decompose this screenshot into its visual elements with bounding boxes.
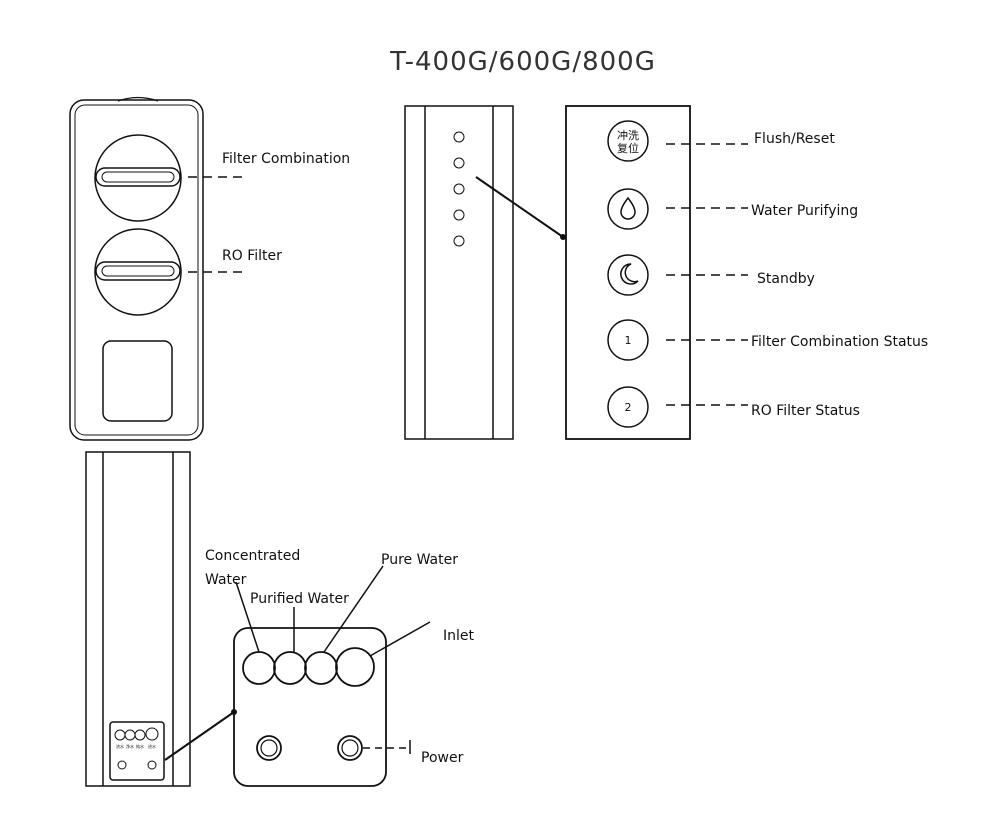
panel-zoom-leader <box>475 176 564 238</box>
purified-water-label: Purified Water <box>250 591 349 607</box>
ro-filter-cap <box>94 228 182 316</box>
side-button-status-1 <box>453 209 465 221</box>
side-button-purify <box>453 157 465 169</box>
purified-water-port <box>273 651 307 685</box>
ro-filter-label: RO Filter <box>222 248 282 264</box>
control-panel-leaders <box>666 143 748 406</box>
port-label: 进水 <box>148 743 156 749</box>
filter-combination-handle <box>95 167 181 187</box>
filter-combination-handle-inner <box>101 171 175 183</box>
inlet-port <box>335 647 375 687</box>
port-panel-enlarged <box>233 627 387 787</box>
filter-combination-status-label: Filter Combination Status <box>751 334 928 350</box>
ro-filter-status-indicator[interactable]: 2 <box>607 386 649 428</box>
side-button-standby <box>453 183 465 195</box>
filter-combination-cap <box>94 134 182 222</box>
water-drop-icon <box>620 196 636 220</box>
power-socket-left <box>256 735 282 761</box>
side-body <box>404 105 514 440</box>
inlet-label: Inlet <box>443 628 475 644</box>
front-view <box>69 96 204 441</box>
port-label: 浓水 <box>116 743 124 749</box>
pure-water-label: Pure Water <box>381 552 458 568</box>
panel-zoom-dot <box>560 234 566 240</box>
moon-icon <box>620 263 639 285</box>
side-button-status-2 <box>453 235 465 247</box>
water-purifying-button[interactable] <box>607 188 649 230</box>
front-body-outer <box>69 99 204 441</box>
status-2-text: 2 <box>625 401 632 414</box>
power-socket-right <box>337 735 363 761</box>
front-top-handle <box>117 96 159 102</box>
ro-filter-handle-inner <box>101 265 175 277</box>
back-port-labels: 浓水 净水 纯水 进水 <box>116 743 156 749</box>
concentrated-water-label-line2: Water <box>205 572 247 588</box>
standby-label: Standby <box>757 271 815 287</box>
back-body <box>85 451 191 787</box>
concentrated-water-label-line1: Concentrated <box>205 548 300 564</box>
ro-filter-handle <box>95 261 181 281</box>
flush-reset-button[interactable]: 冲洗 复位 <box>607 120 649 162</box>
status-1-text: 1 <box>625 334 632 347</box>
port-label: 净水 <box>126 743 134 749</box>
front-window <box>102 340 173 422</box>
power-label: Power <box>421 750 464 766</box>
pure-water-port <box>304 651 338 685</box>
concentrated-water-port <box>242 651 276 685</box>
flush-reset-label: Flush/Reset <box>754 131 835 147</box>
diagram-title: T-400G/600G/800G <box>389 47 656 77</box>
ro-filter-status-label: RO Filter Status <box>751 403 860 419</box>
flush-button-text-top: 冲洗 <box>617 128 639 142</box>
port-leaders <box>235 565 431 657</box>
control-panel-frame <box>565 105 691 440</box>
standby-button[interactable] <box>607 254 649 296</box>
port-label: 纯水 <box>136 743 144 749</box>
side-panel-view <box>404 105 514 440</box>
front-body-inner <box>74 104 199 436</box>
port-panel-frame <box>233 627 387 787</box>
port-zoom-leader <box>164 711 235 761</box>
filter-combination-label: Filter Combination <box>222 151 350 167</box>
filter-combination-status-indicator[interactable]: 1 <box>607 319 649 361</box>
back-port-panel <box>109 721 165 781</box>
flush-button-text-bottom: 复位 <box>617 141 639 155</box>
side-button-flush <box>453 131 465 143</box>
control-panel: 冲洗 复位 1 2 <box>565 105 691 440</box>
water-purifying-label: Water Purifying <box>751 203 858 219</box>
back-view <box>85 451 191 787</box>
